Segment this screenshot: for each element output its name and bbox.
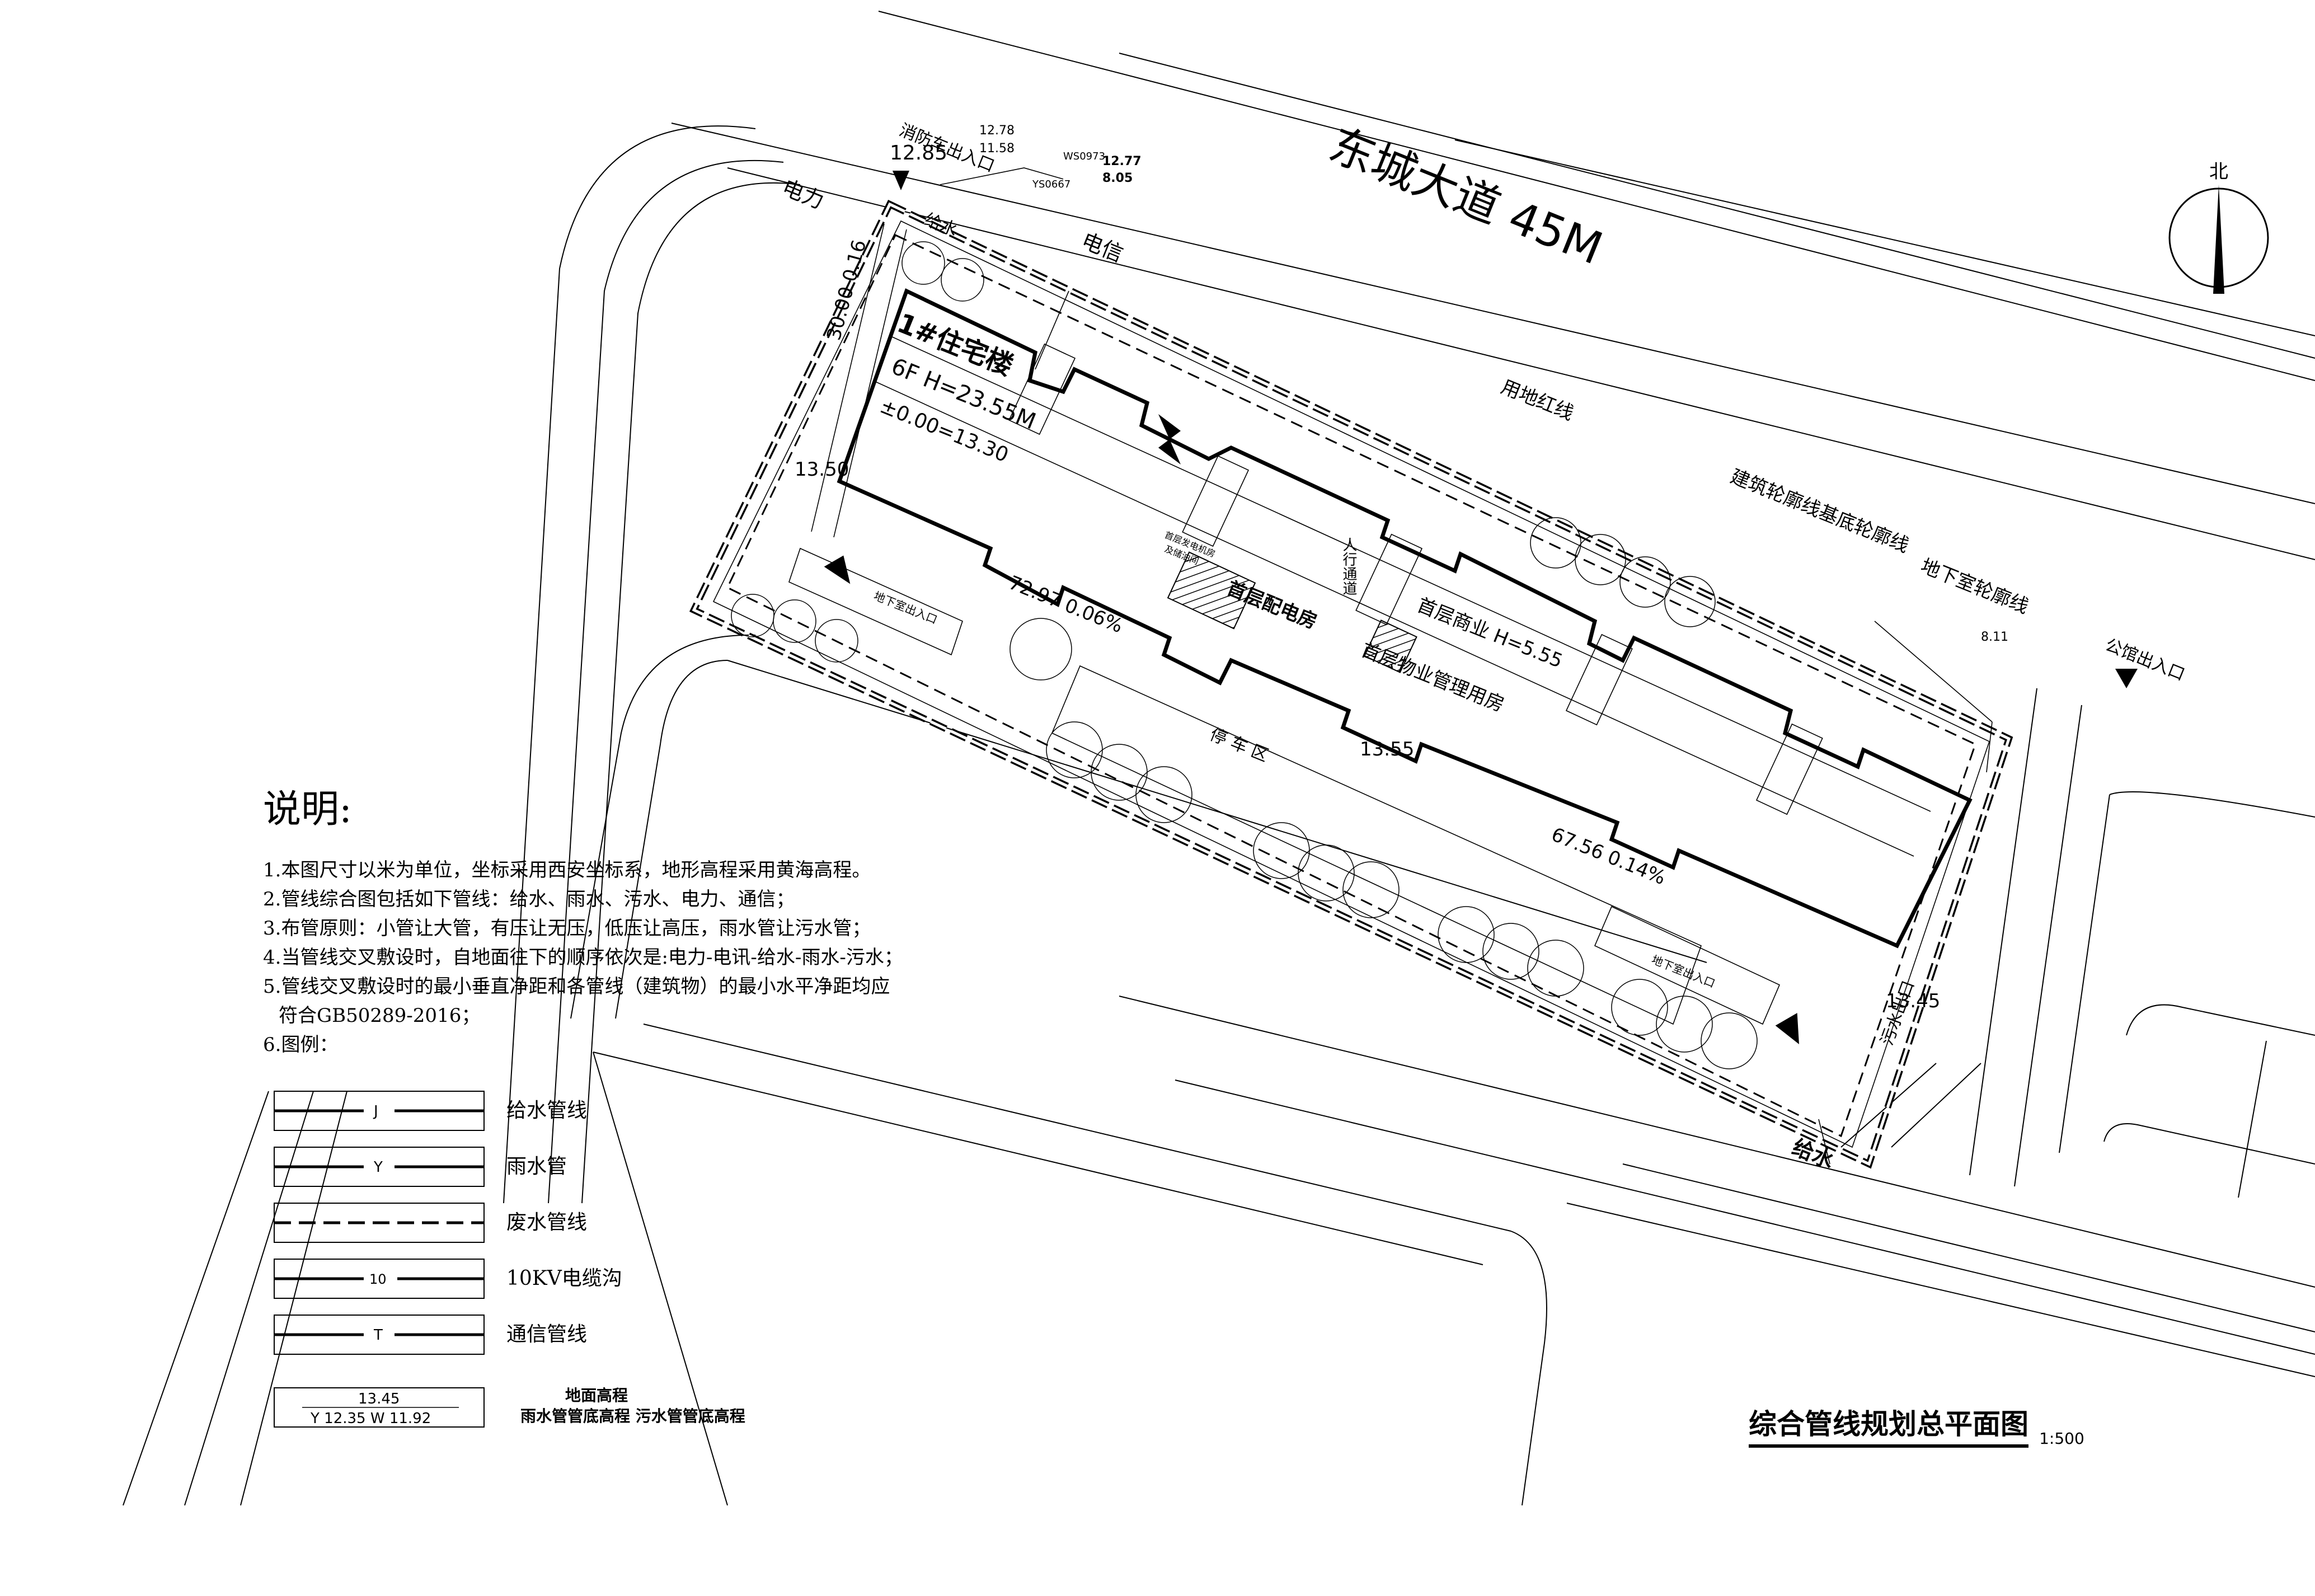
elev-1277: 12.77 [1102, 154, 1142, 168]
note-3: 3.布管原则：小管让大管，有压让无压，低压让高压，雨水管让污水管； [263, 917, 871, 940]
notes-heading: 说明: [263, 787, 352, 832]
ys-label: YS0667 [1032, 179, 1070, 190]
property-room-hatch [1364, 619, 1417, 673]
legend-label-waste: 废水管线 [506, 1211, 588, 1234]
ws-label: WS0973 [1063, 151, 1105, 162]
note-1: 1.本图尺寸以米为单位，坐标采用西安坐标系，地形高程采用黄海高程。 [263, 859, 871, 881]
trees [731, 241, 1758, 1069]
legend-label-water: 给水管线 [506, 1099, 588, 1122]
north-arrow [2168, 185, 2269, 294]
legend-code-t: T [373, 1327, 383, 1344]
room-walkway: 人行通道 [1340, 537, 1357, 595]
title-block: 综合管线规划总平面图 1:500 [1749, 1402, 2084, 1448]
pipe-slope-left: 72.97 0.06% [1006, 571, 1126, 637]
callout-red-line: 用地红线 [1498, 375, 1577, 425]
legend-label-cable: 10KV电缆沟 [506, 1267, 622, 1290]
legend-elev-bottom: Y 12.35 W 11.92 [310, 1410, 431, 1427]
room-property: 首层物业管理用房 [1358, 639, 1508, 716]
callout-power: 电力 [779, 175, 828, 214]
elev-811: 8.11 [1981, 630, 2008, 644]
parking-area [788, 547, 1781, 1025]
elev-1350: 13.50 [795, 458, 849, 481]
legend-code-y: Y [373, 1159, 383, 1176]
elev-1355: 13.55 [1360, 738, 1414, 761]
note-5: 5.管线交叉敷设时的最小垂直净距和各管线（建筑物）的最小水平净距均应 [263, 975, 890, 998]
entry-arrow-west [824, 555, 851, 584]
callout-outline: 建筑轮廓线基底轮廓线 [1727, 465, 1912, 557]
elev-805: 8.05 [1102, 171, 1133, 185]
notes-block: 说明: 1.本图尺寸以米为单位，坐标采用西安坐标系，地形高程采用黄海高程。 2.… [263, 778, 990, 1059]
pipe-left-side: 30.00 0.16 [823, 237, 871, 342]
entry-arrow-public [2115, 669, 2138, 688]
entry-arrow-south [1775, 1013, 1799, 1044]
callout-public-entry: 公馆出入口 [2102, 635, 2187, 685]
power-room-hatch [1167, 551, 1256, 630]
basement-entry-right: 地下室出入口 [1650, 952, 1717, 990]
drawing-scale: 1:500 [2039, 1429, 2084, 1448]
pipe-network [811, 167, 1993, 1165]
entry-arrow-fire [893, 171, 909, 190]
legend-code-j: J [373, 1103, 378, 1120]
note-4: 4.当管线交叉敷设时，自地面往下的顺序依次是:电力-电讯-给水-雨水-污水； [263, 946, 903, 969]
legend-label-telecom: 通信管线 [506, 1323, 588, 1346]
building-outline [837, 288, 1973, 949]
elev-1345: 13.45 [1886, 990, 1940, 1012]
valve-marker [1158, 414, 1181, 464]
callout-water-top: 给水 [922, 210, 960, 241]
callout-telecom: 电信 [1078, 228, 1127, 267]
basement-entry-left: 地下室出入口 [872, 589, 939, 626]
note-6: 6.图例： [263, 1034, 339, 1056]
legend-code-10: 10 [369, 1271, 387, 1287]
legend-graphics: J Y 10 T 13.45 Y 12.35 W 11.92 地面高程 雨水管管… [274, 1091, 745, 1428]
note-5-cont: 符合GB50289-2016； [279, 1004, 481, 1027]
room-commercial: 首层商业 H=5.55 [1414, 594, 1566, 673]
note-2: 2.管线综合图包括如下管线：给水、雨水、污水、电力、通信； [263, 888, 795, 910]
callout-basement-outline: 地下室轮廓线 [1918, 555, 2032, 618]
callout-water: 给水 [1789, 1135, 1838, 1174]
north-label: 北 [2209, 161, 2228, 183]
legend-label-rain: 雨水管 [506, 1155, 567, 1178]
room-parking: 停 车 区 [1207, 725, 1271, 766]
elev-1285: 12.85 [890, 142, 947, 165]
elev-1278: 12.78 [979, 124, 1015, 138]
site-red-line [689, 200, 2013, 1169]
drawing-title: 综合管线规划总平面图 [1749, 1402, 2028, 1448]
elev-1158: 11.58 [979, 142, 1015, 156]
basement-outline [726, 234, 1976, 1138]
legend-elev-top: 13.45 [358, 1391, 400, 1407]
legend-elev-desc-top: 地面高程 [565, 1386, 628, 1405]
road-lines [123, 11, 2315, 1506]
legend-elev-desc-bottom: 雨水管管底高程 污水管管底高程 [520, 1407, 745, 1425]
